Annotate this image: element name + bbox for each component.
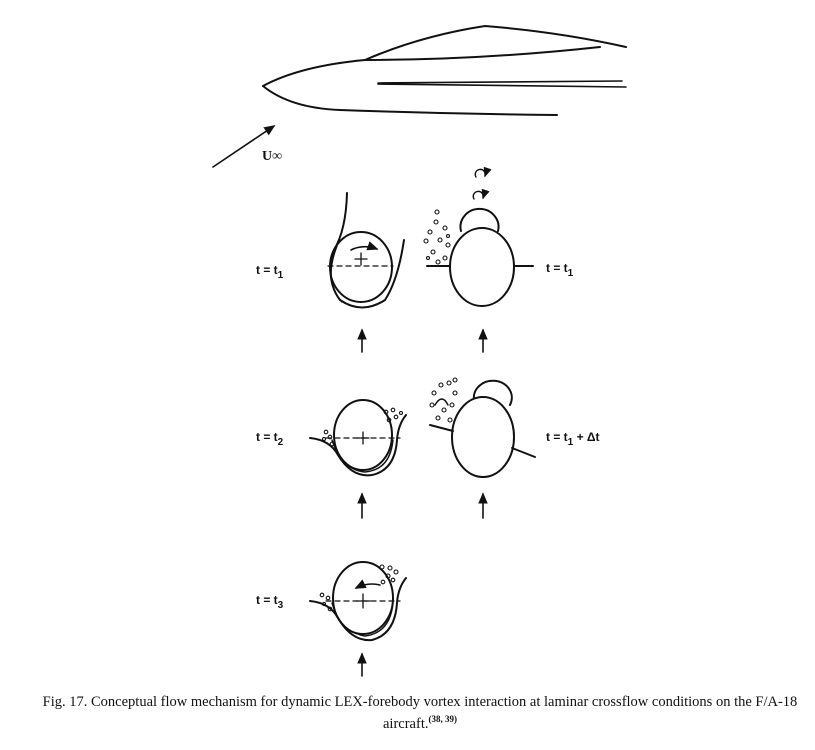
label-row2-left: t = t2 (256, 430, 284, 448)
figure-caption: Fig. 17. Conceptual flow mechanism for d… (40, 694, 800, 733)
freestream-arrow (212, 125, 276, 168)
particle-clusters (319, 209, 458, 612)
freestream-label: U∞ (262, 149, 282, 164)
forebody-vortex-t1 (327, 192, 405, 309)
caption-references: (38, 39) (428, 714, 457, 724)
forebody-vortex-t3 (309, 561, 407, 642)
time-progression-arrows (357, 328, 488, 677)
caption-text: Fig. 17. Conceptual flow mechanism for d… (42, 694, 798, 732)
label-row2-right: t = t1 + Δt (546, 430, 600, 448)
lex-vortex-t1 (426, 166, 534, 307)
lex-vortex-t2 (429, 379, 536, 478)
forebody-vortex-t2 (309, 399, 407, 477)
label-row3-left: t = t3 (256, 593, 284, 611)
label-row1-left: t = t1 (256, 263, 284, 281)
aircraft-planform (262, 24, 627, 116)
label-row1-right: t = t1 (546, 261, 574, 279)
